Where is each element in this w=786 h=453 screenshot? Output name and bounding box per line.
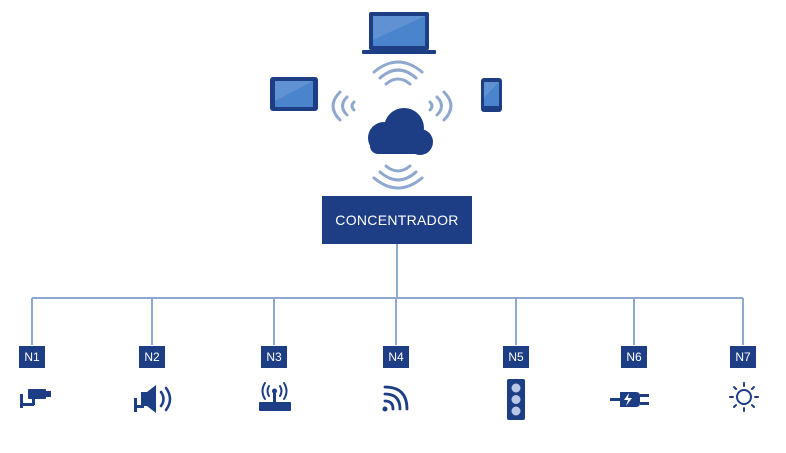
node-label-n4: N4	[383, 346, 409, 368]
node-label-n7: N7	[730, 346, 756, 368]
node-label-n2: N2	[139, 346, 165, 368]
node-label-n3: N3	[261, 346, 287, 368]
concentrator-label: CONCENTRADOR	[335, 212, 459, 228]
node-label-n6: N6	[621, 346, 647, 368]
node-drops	[31, 298, 744, 345]
smartphone-icon	[481, 78, 502, 112]
laptop-icon	[362, 12, 436, 54]
security-camera-icon	[20, 389, 51, 408]
wifi-waves	[331, 60, 453, 190]
concentrator-box: CONCENTRADOR	[322, 196, 472, 244]
speaker-icon	[134, 385, 172, 413]
sun-icon	[729, 382, 759, 412]
tablet-icon	[270, 77, 318, 111]
traffic-light-icon	[507, 379, 525, 420]
plug-icon	[610, 392, 649, 407]
wifi-icon	[382, 385, 409, 412]
node-label-n5: N5	[503, 346, 529, 368]
router-icon	[259, 382, 291, 411]
node-label-n1: N1	[19, 346, 45, 368]
cloud-icon	[368, 108, 433, 155]
